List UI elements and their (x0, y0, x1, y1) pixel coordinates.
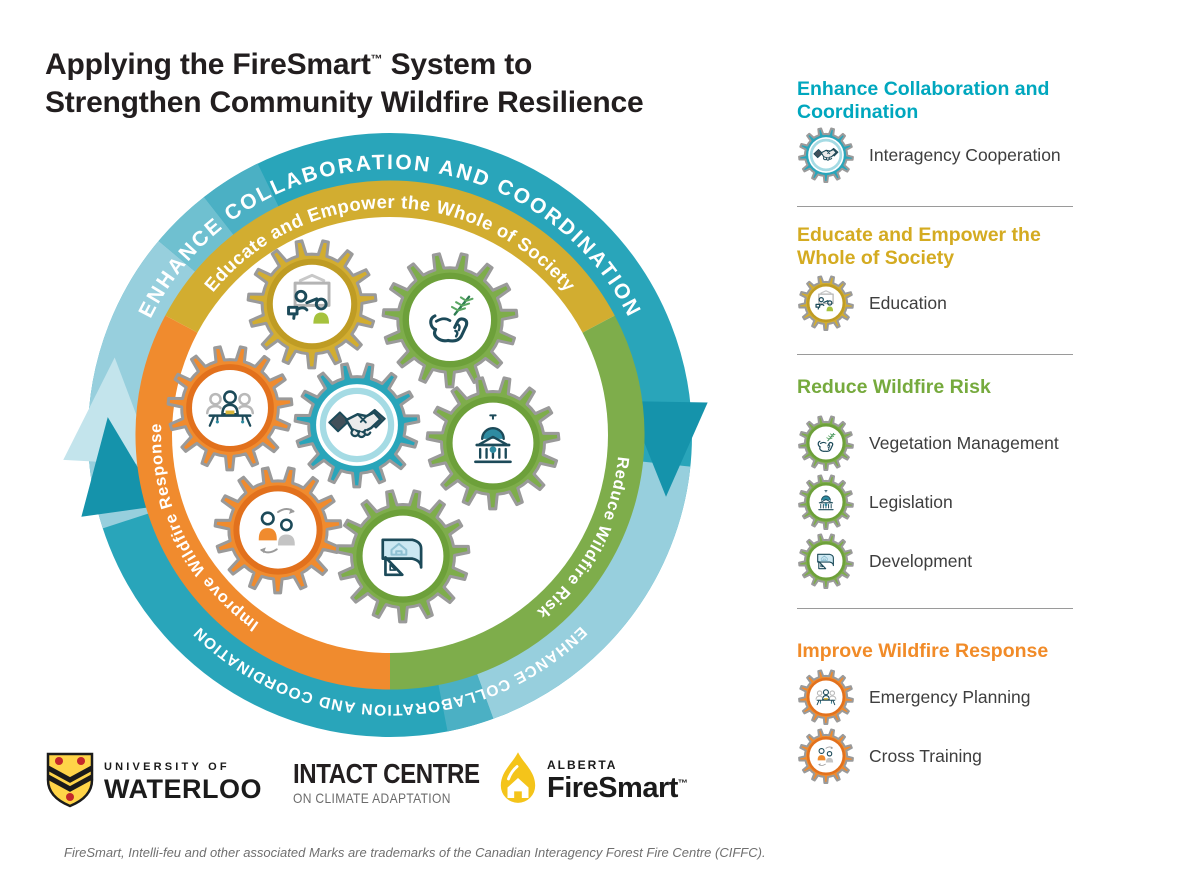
emergency-mini-gear (798, 669, 854, 725)
development-gear (335, 489, 471, 624)
handshake-gear (293, 362, 421, 489)
trademark-symbol: ™ (370, 52, 383, 67)
legend-item-label: Emergency Planning (869, 686, 1031, 707)
firesmart-cycle-diagram: ENHANCE COLLABORATION AND COORDINATIONEN… (63, 133, 708, 737)
title-line2: Strengthen Community Wildfire Resilience (45, 86, 644, 120)
intact-centre-logo: INTACT CENTRE ON CLIMATE ADAPTATION (293, 758, 480, 807)
emergency-gear (166, 345, 294, 472)
education-gear-icon (797, 274, 855, 332)
legend-item-education: Education (797, 274, 947, 332)
firesmart-flame-icon (500, 752, 536, 803)
legislation-mini-gear (798, 474, 854, 530)
trademark-symbol: ™ (677, 778, 688, 790)
page-title: Applying the FireSmart™ System to Streng… (45, 46, 644, 123)
development-gear-icon (797, 532, 855, 590)
legend-item-vegetation-management: Vegetation Management (797, 414, 1059, 472)
trademark-note: FireSmart, Intelli-feu and other associa… (64, 845, 766, 860)
cycle-arrow-right-icon (627, 401, 708, 497)
waterloo-shield-icon (46, 752, 94, 808)
waterloo-logo-line1: UNIVERSITY OF (104, 761, 230, 773)
legend-divider (797, 354, 1073, 355)
firesmart-logo-line2: FireSmart™ (547, 772, 688, 804)
education-mini-gear (798, 275, 854, 331)
crosstraining-mini-gear (798, 728, 854, 784)
interagency-cooperation-gear-icon (797, 126, 855, 184)
cross-training-gear-icon (797, 727, 855, 785)
cycle-arrow-left-icon (81, 417, 161, 517)
legend-header-educate-empower: Educate and Empower the Whole of Society (797, 224, 1041, 269)
legend-item-legislation: Legislation (797, 473, 953, 531)
emergency-planning-gear-icon (797, 668, 855, 726)
intact-logo-line2: ON CLIMATE ADAPTATION (293, 790, 451, 806)
intact-logo-line1: INTACT CENTRE (293, 758, 480, 789)
legend-divider (797, 206, 1073, 207)
firesmart-logo-line1: ALBERTA (547, 758, 618, 772)
handshake-mini-gear (798, 127, 854, 183)
legend-item-development: Development (797, 532, 972, 590)
legend-item-interagency-cooperation: Interagency Cooperation (797, 126, 1061, 184)
waterloo-logo-line2: WATERLOO (104, 774, 262, 804)
legend-header-enhance-collaboration: Enhance Collaboration and Coordination (797, 78, 1050, 123)
title-line1: Applying the FireSmart™ System to (45, 48, 533, 82)
vegetation-gear (381, 252, 519, 389)
education-gear (246, 239, 378, 370)
legend-item-emergency-planning: Emergency Planning (797, 668, 1030, 726)
legend-item-label: Interagency Cooperation (869, 144, 1061, 165)
vegetation-management-gear-icon (797, 414, 855, 472)
legislation-gear (425, 376, 561, 511)
legend-item-label: Development (869, 550, 973, 571)
legend-item-cross-training: Cross Training (797, 727, 982, 785)
legend-item-label: Cross Training (869, 745, 982, 766)
vegetation-mini-gear (798, 415, 854, 471)
cycle-arrow-ghost-icon (63, 357, 156, 465)
legend-header-improve-wildfire-response: Improve Wildfire Response (797, 640, 1049, 662)
legend-divider (797, 608, 1073, 609)
university-of-waterloo-logo: UNIVERSITY OF WATERLOO (46, 752, 262, 808)
legislation-gear-icon (797, 473, 855, 531)
crosstraining-gear (213, 466, 343, 595)
legend-header-reduce-wildfire-risk: Reduce Wildfire Risk (797, 376, 991, 398)
legend-item-label: Legislation (869, 491, 953, 512)
legend-item-label: Vegetation Management (869, 432, 1059, 453)
alberta-firesmart-logo: ALBERTA FireSmart™ (497, 750, 688, 806)
legend-item-label: Education (869, 292, 947, 313)
development-mini-gear (798, 533, 854, 589)
